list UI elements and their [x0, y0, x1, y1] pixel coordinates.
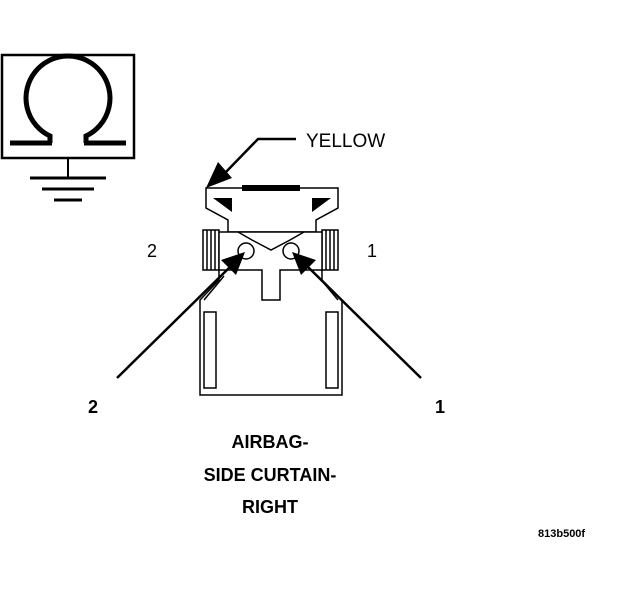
caption-line-3: RIGHT	[242, 497, 298, 517]
caption-line-1: AIRBAG-	[231, 432, 309, 452]
cavity-1-label: 1	[367, 241, 378, 261]
probe-arrow-1	[292, 252, 422, 379]
probe-2-label: 2	[88, 397, 99, 417]
wire-color-label: YELLOW	[306, 131, 386, 152]
probe-arrow-2	[116, 252, 245, 379]
probe-1-label: 1	[435, 397, 446, 417]
ohmmeter-icon	[0, 53, 136, 160]
cavity-2-label: 2	[147, 241, 158, 261]
caption-line-2: SIDE CURTAIN-	[203, 465, 337, 485]
yellow-leader-arrow	[206, 137, 296, 188]
connector-body	[199, 185, 343, 396]
figure-id: 813b500f	[538, 528, 586, 540]
ground-icon	[30, 158, 106, 202]
